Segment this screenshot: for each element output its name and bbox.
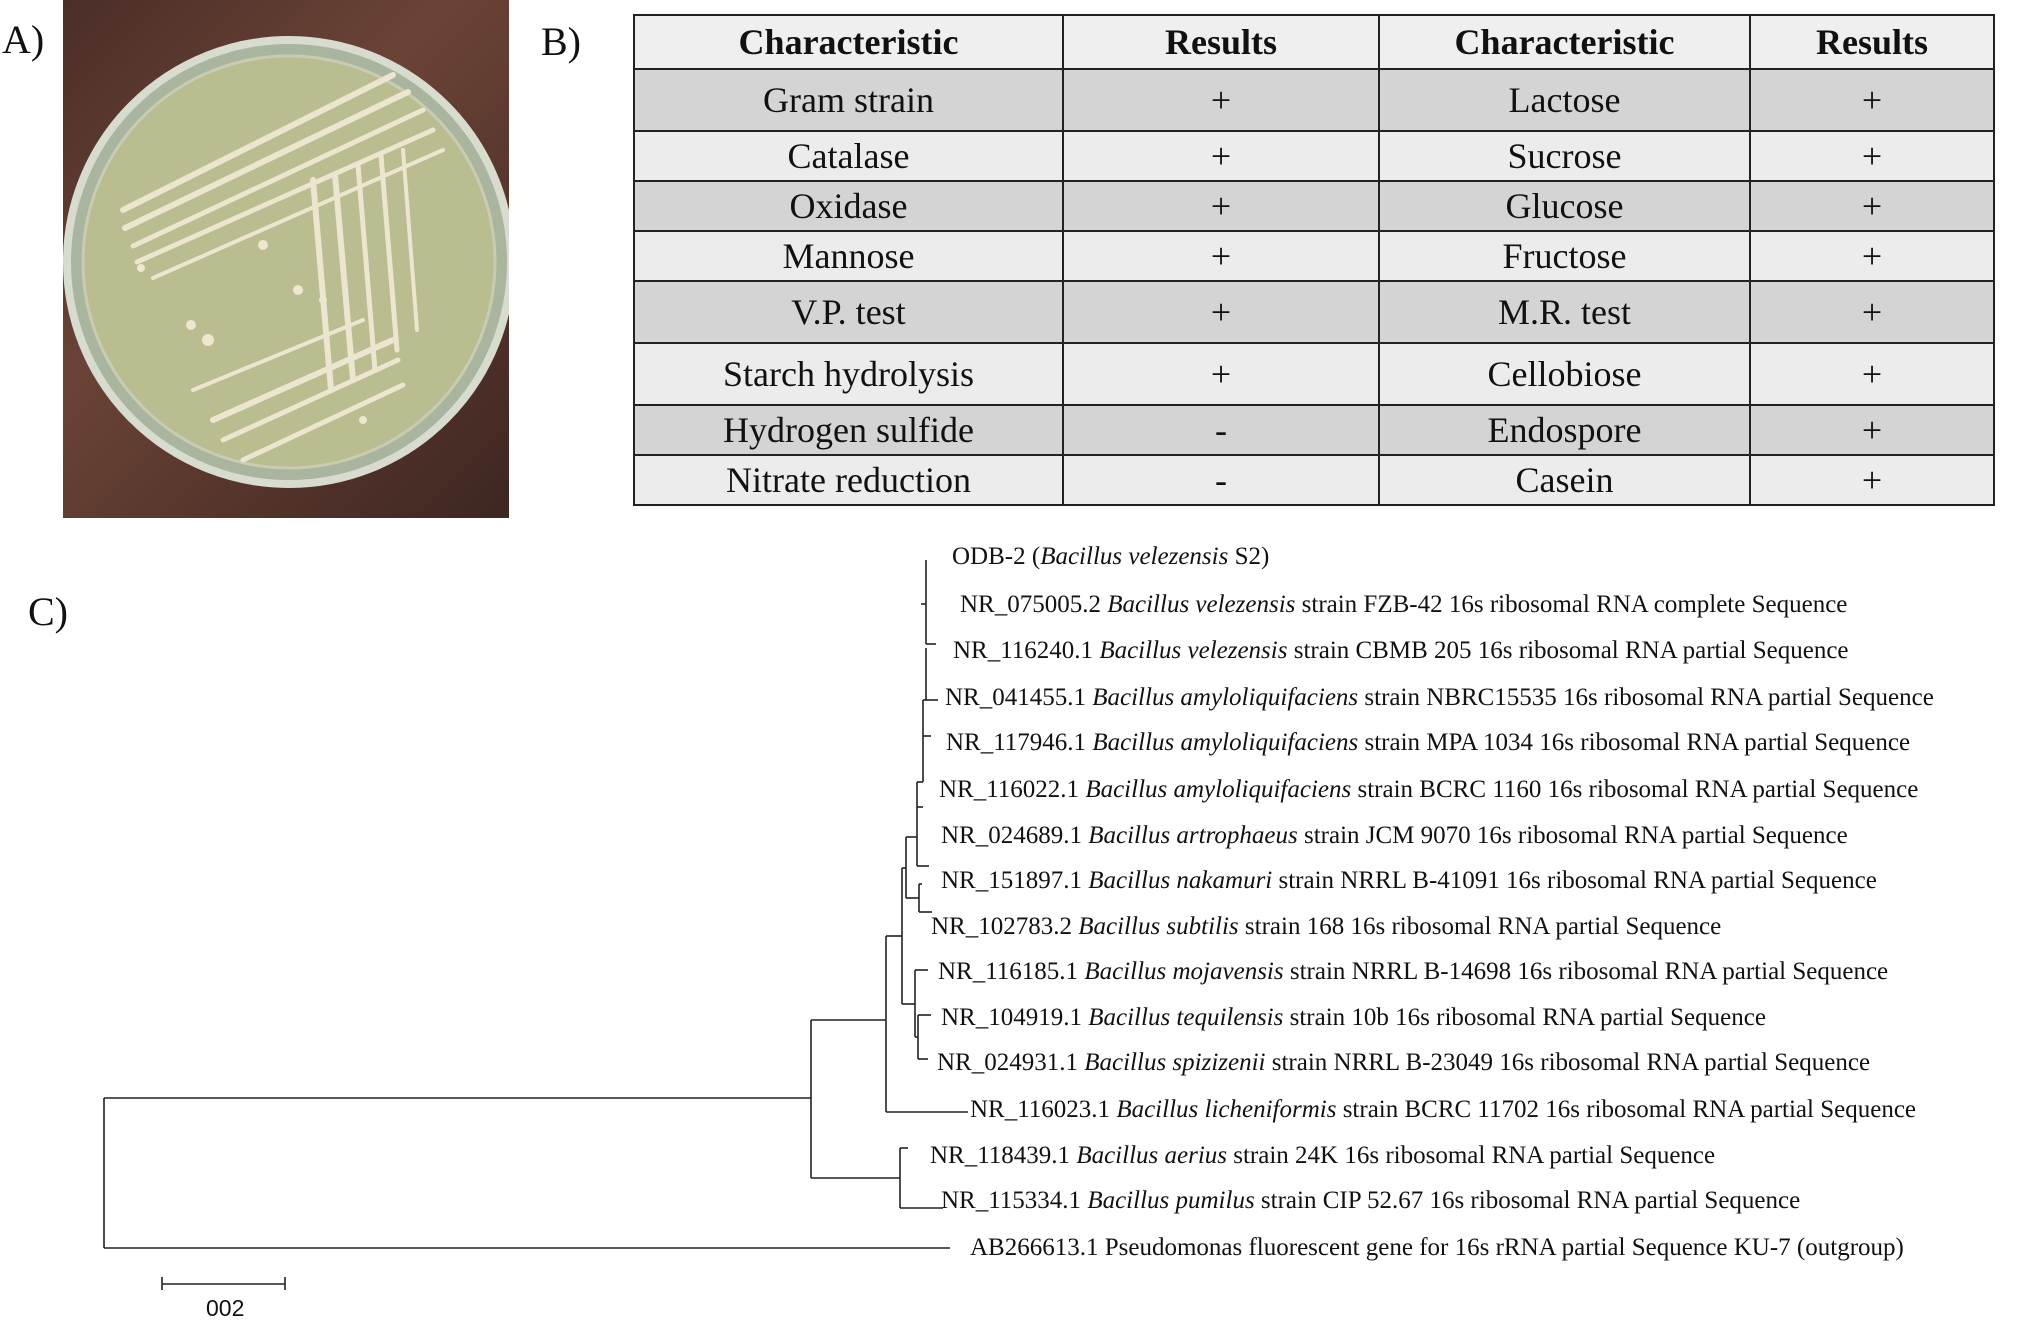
table-row: Hydrogen sulfide - Endospore + <box>633 404 1995 456</box>
table-cell: + <box>1062 130 1380 182</box>
table-cell: Endospore <box>1378 404 1751 456</box>
table-cell: + <box>1062 180 1380 232</box>
table-cell: Starch hydrolysis <box>633 342 1064 406</box>
table-cell: Mannose <box>633 230 1064 282</box>
table-cell: Catalase <box>633 130 1064 182</box>
table-cell: + <box>1749 342 1995 406</box>
table-cell: Fructose <box>1378 230 1751 282</box>
table-row: Nitrate reduction - Casein + <box>633 454 1995 506</box>
header-characteristic: Characteristic <box>633 14 1064 70</box>
table-cell: + <box>1062 230 1380 282</box>
table-row: Starch hydrolysis + Cellobiose + <box>633 342 1995 406</box>
table-header-row: Characteristic Results Characteristic Re… <box>633 14 1995 70</box>
table-cell: + <box>1749 230 1995 282</box>
table-cell: V.P. test <box>633 280 1064 344</box>
tree-leaf-label: NR_151897.1 Bacillus nakamuri strain NRR… <box>941 867 1877 894</box>
table-cell: Oxidase <box>633 180 1064 232</box>
scale-bar-label: 002 <box>206 1295 244 1320</box>
tree-leaf-label: NR_118439.1 Bacillus aerius strain 24K 1… <box>930 1142 1715 1169</box>
tree-leaf-label: NR_041455.1 Bacillus amyloliquifaciens s… <box>945 684 1934 711</box>
tree-leaf-label: NR_116022.1 Bacillus amyloliquifaciens s… <box>939 776 1918 803</box>
table-cell: + <box>1062 342 1380 406</box>
table-cell: Nitrate reduction <box>633 454 1064 506</box>
header-characteristic: Characteristic <box>1378 14 1751 70</box>
tree-leaf-labels: ODB-2 (Bacillus velezensis S2) NR_075005… <box>930 543 1934 1261</box>
table-cell: Casein <box>1378 454 1751 506</box>
table-cell: Sucrose <box>1378 130 1751 182</box>
tree-leaf-label: NR_116240.1 Bacillus velezensis strain C… <box>953 637 1849 664</box>
table-cell: + <box>1749 280 1995 344</box>
table-cell: - <box>1062 404 1380 456</box>
table-cell: M.R. test <box>1378 280 1751 344</box>
phylogenetic-tree: ODB-2 (Bacillus velezensis S2) NR_075005… <box>103 543 1934 1320</box>
table-cell: + <box>1749 68 1995 132</box>
tree-leaf-label: NR_075005.2 Bacillus velezensis strain F… <box>960 591 1847 618</box>
tree-leaf-label: NR_024689.1 Bacillus artrophaeus strain … <box>941 822 1848 849</box>
table-cell: + <box>1749 454 1995 506</box>
table-cell: Hydrogen sulfide <box>633 404 1064 456</box>
petri-dish-photo <box>63 0 509 518</box>
biochemical-results-table: Characteristic Results Characteristic Re… <box>633 14 1995 506</box>
table-row: Gram strain + Lactose + <box>633 68 1995 132</box>
tree-leaf-label: NR_117946.1 Bacillus amyloliquifaciens s… <box>946 729 1910 756</box>
panel-label-b: B) <box>541 19 581 64</box>
panel-label-a: A) <box>2 17 45 62</box>
tree-leaf-label: NR_104919.1 Bacillus tequilensis strain … <box>941 1004 1766 1031</box>
table-row: V.P. test + M.R. test + <box>633 280 1995 344</box>
table-row: Oxidase + Glucose + <box>633 180 1995 232</box>
tree-leaf-label-query: ODB-2 (Bacillus velezensis S2) <box>952 543 1269 570</box>
table-cell: + <box>1749 404 1995 456</box>
table-row: Mannose + Fructose + <box>633 230 1995 282</box>
table-cell: - <box>1062 454 1380 506</box>
panel-label-c: C) <box>28 589 68 634</box>
tree-leaf-label: NR_115334.1 Bacillus pumilus strain CIP … <box>941 1187 1800 1214</box>
tree-leaf-label: NR_024931.1 Bacillus spizizenii strain N… <box>937 1049 1870 1076</box>
tree-leaf-label: AB266613.1 Pseudomonas fluorescent gene … <box>970 1234 1904 1261</box>
table-cell: + <box>1749 180 1995 232</box>
tree-leaf-label: NR_102783.2 Bacillus subtilis strain 168… <box>931 913 1721 940</box>
header-results: Results <box>1749 14 1995 70</box>
tree-leaf-label: NR_116023.1 Bacillus licheniformis strai… <box>970 1096 1916 1123</box>
header-results: Results <box>1062 14 1380 70</box>
table-row: Catalase + Sucrose + <box>633 130 1995 182</box>
table-cell: Lactose <box>1378 68 1751 132</box>
table-cell: Cellobiose <box>1378 342 1751 406</box>
table-cell: Gram strain <box>633 68 1064 132</box>
table-cell: + <box>1062 280 1380 344</box>
table-cell: + <box>1062 68 1380 132</box>
scale-bar: 002 <box>161 1277 286 1320</box>
table-cell: + <box>1749 130 1995 182</box>
tree-leaf-label: NR_116185.1 Bacillus mojavensis strain N… <box>938 958 1888 985</box>
table-cell: Glucose <box>1378 180 1751 232</box>
tree-branches <box>103 560 968 1249</box>
